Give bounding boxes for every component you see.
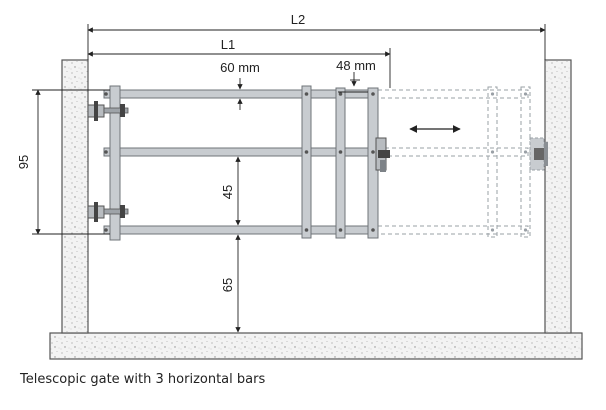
- ground-slab: [49, 332, 583, 360]
- telescopic-extension-ghost: [377, 86, 531, 238]
- dim-label-95: 95: [16, 155, 31, 169]
- middle-bar: [103, 147, 377, 157]
- dim-label-l2: L2: [291, 12, 305, 27]
- sliding-post-inner: [335, 87, 346, 239]
- hinge-bottom: [87, 202, 129, 222]
- ghost-bolts: [490, 92, 528, 232]
- right-concrete-post: [544, 59, 572, 334]
- left-concrete-post: [61, 59, 89, 334]
- latch: [375, 137, 390, 172]
- horizontal-bars: [103, 89, 377, 235]
- gate-verticals: [109, 85, 379, 241]
- dim-label-65: 65: [220, 278, 235, 292]
- dim-label-48mm: 48 mm: [336, 58, 376, 73]
- dimension-lines: [32, 24, 546, 333]
- middle-post: [301, 85, 312, 239]
- bolts: [104, 92, 375, 232]
- figure-caption: Telescopic gate with 3 horizontal bars: [20, 372, 266, 387]
- dim-label-45: 45: [220, 185, 235, 199]
- hinge-top: [87, 101, 129, 121]
- hinge-post: [109, 85, 121, 241]
- dim-label-l1: L1: [221, 37, 235, 52]
- catch-plate: [529, 137, 548, 171]
- bottom-bar: [103, 225, 377, 235]
- dim-label-60mm: 60 mm: [220, 60, 260, 75]
- top-bar: [103, 89, 377, 99]
